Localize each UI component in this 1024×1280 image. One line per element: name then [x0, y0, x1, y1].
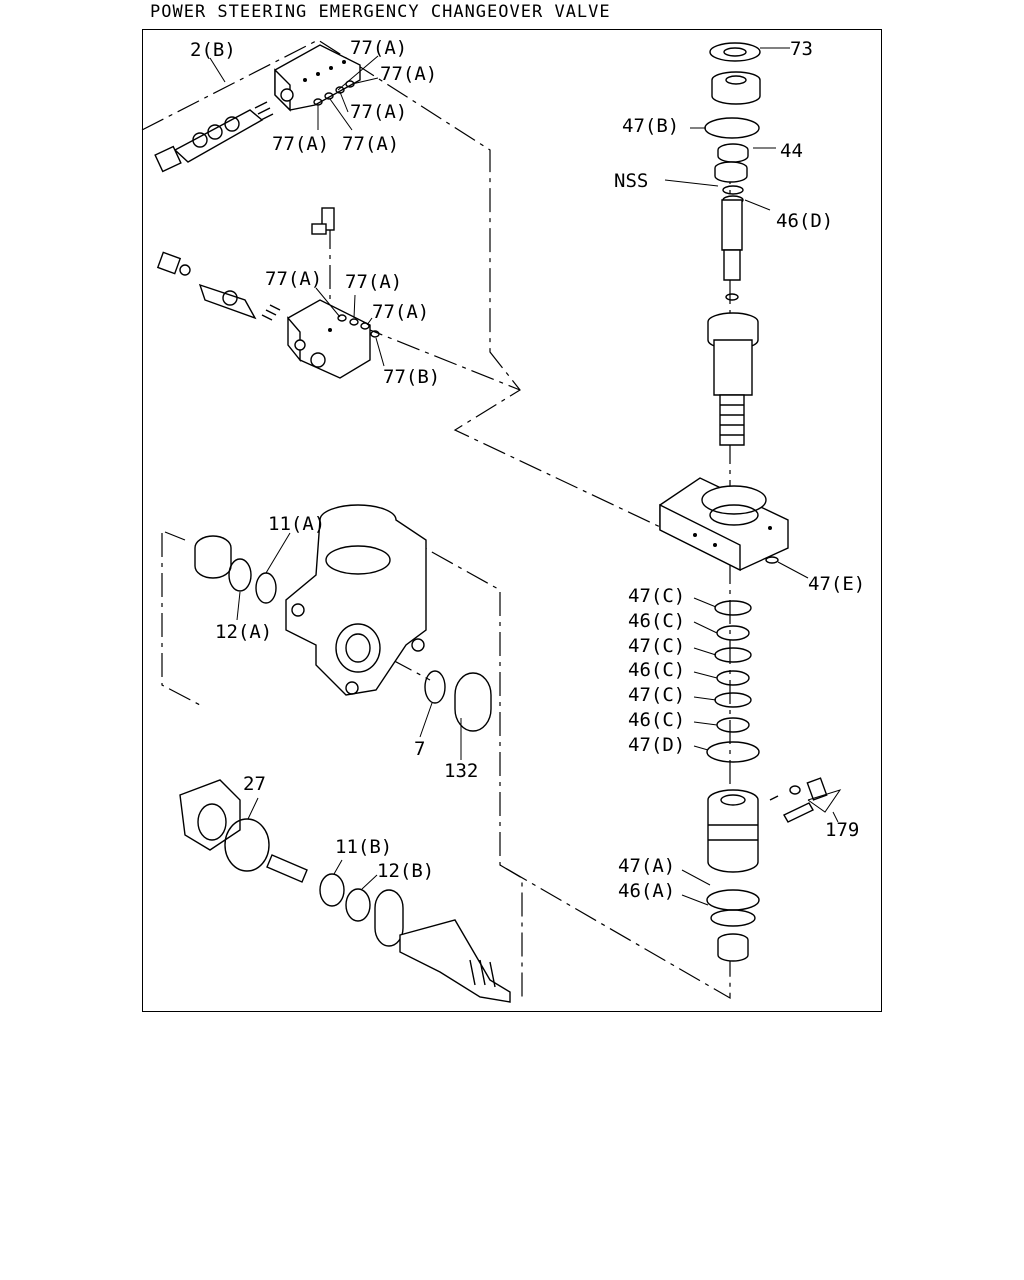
label-77a-6: 77(A): [265, 268, 322, 290]
label-2b: 2(B): [190, 39, 236, 61]
label-77a-4: 77(A): [272, 133, 329, 155]
valve-stack-upper: [704, 42, 761, 446]
label-47e: 47(E): [808, 573, 865, 595]
assembly-guide-lines: [141, 39, 731, 1000]
label-27: 27: [243, 773, 266, 795]
label-11b: 11(B): [335, 836, 392, 858]
valve-stack-lower: [706, 777, 828, 962]
label-132: 132: [444, 760, 478, 782]
label-47b: 47(B): [622, 115, 679, 137]
label-77a-2: 77(A): [380, 63, 437, 85]
callout-labels: 2(B) 77(A) 77(A) 77(A) 77(A) 77(A) 77(A)…: [190, 37, 865, 902]
label-73: 73: [790, 38, 813, 60]
label-46c-3: 46(C): [628, 709, 685, 731]
label-46a: 46(A): [618, 880, 675, 902]
seal-ring-stack: [706, 600, 760, 763]
label-77a-1: 77(A): [350, 37, 407, 59]
valve-block-middle: [156, 207, 380, 379]
label-46c-2: 46(C): [628, 659, 685, 681]
diagram-frame: [142, 29, 882, 1012]
label-77a-8: 77(A): [372, 301, 429, 323]
label-47a: 47(A): [618, 855, 675, 877]
label-44: 44: [780, 140, 803, 162]
leader-lines: [209, 47, 842, 906]
label-77a-5: 77(A): [342, 133, 399, 155]
sector-shaft-assembly: [179, 779, 511, 1003]
label-77a-3: 77(A): [350, 101, 407, 123]
valve-block-upper: [154, 44, 361, 173]
label-179: 179: [825, 819, 859, 841]
label-77b: 77(B): [383, 366, 440, 388]
gear-housing: [194, 504, 492, 732]
label-11a: 11(A): [268, 513, 325, 535]
diagram-title: POWER STEERING EMERGENCY CHANGEOVER VALV…: [150, 2, 611, 22]
label-47c-2: 47(C): [628, 635, 685, 657]
label-46c-1: 46(C): [628, 610, 685, 632]
valve-housing: [659, 477, 789, 572]
label-46d: 46(D): [776, 210, 833, 232]
label-7: 7: [414, 738, 425, 760]
label-47d: 47(D): [628, 734, 685, 756]
label-12b: 12(B): [377, 860, 434, 882]
label-77a-7: 77(A): [345, 271, 402, 293]
label-47c-3: 47(C): [628, 684, 685, 706]
label-12a: 12(A): [215, 621, 272, 643]
label-47c-1: 47(C): [628, 585, 685, 607]
label-nss: NSS: [614, 170, 648, 192]
